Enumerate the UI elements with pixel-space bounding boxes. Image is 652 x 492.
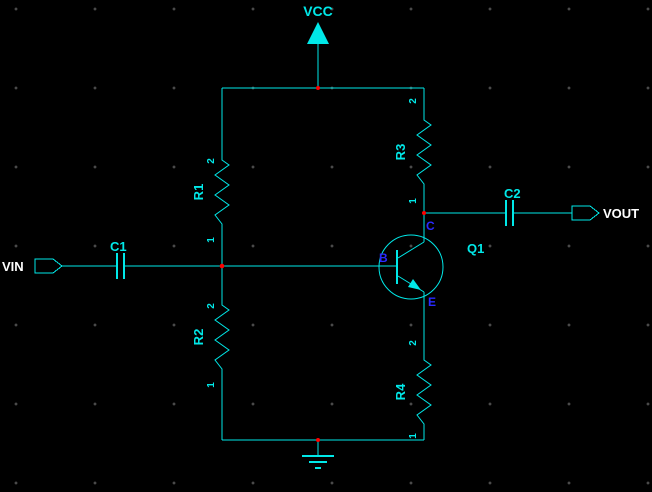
resistor-r1[interactable]: R1 2 1 xyxy=(191,152,230,243)
resistor-r1-pin-1: 1 xyxy=(206,237,217,243)
resistor-r2-pin-2: 2 xyxy=(206,303,217,309)
transistor-q1-ref[interactable]: Q1 xyxy=(467,241,484,256)
resistor-r1-ref[interactable]: R1 xyxy=(191,184,206,201)
resistor-r2[interactable]: R2 2 1 xyxy=(191,297,230,388)
power-symbol-vcc[interactable]: VCC xyxy=(303,3,333,44)
port-vin[interactable]: VIN xyxy=(2,258,63,274)
resistor-r3-pin-1: 1 xyxy=(408,198,419,204)
junctions xyxy=(219,86,426,442)
resistor-r3-pin-2: 2 xyxy=(408,98,419,104)
resistor-r3[interactable]: R3 2 1 xyxy=(393,98,432,204)
resistor-r2-ref[interactable]: R2 xyxy=(191,329,206,346)
junction-dot-collector xyxy=(422,211,426,215)
junction-dot-bias xyxy=(219,263,225,269)
resistor-r2-body xyxy=(214,297,230,377)
junction-dot-ground xyxy=(316,438,320,442)
transistor-q1-pin-base: B xyxy=(379,251,388,265)
transistor-q1-pin-emitter: E xyxy=(428,295,436,309)
junction-dot-vcc xyxy=(316,86,320,90)
transistor-q1[interactable]: B C E Q1 xyxy=(378,219,484,309)
resistor-r3-body xyxy=(416,112,432,192)
resistor-r4-pin-2: 2 xyxy=(408,340,419,346)
port-vout-label: VOUT xyxy=(603,206,639,221)
port-vout[interactable]: VOUT xyxy=(571,205,639,221)
capacitor-c2-ref[interactable]: C2 xyxy=(504,186,521,201)
port-vin-tag-icon xyxy=(34,258,63,274)
resistor-r2-pin-1: 1 xyxy=(206,382,217,388)
port-vout-tag-icon xyxy=(571,205,600,221)
wires xyxy=(62,44,572,441)
transistor-q1-body xyxy=(378,234,444,300)
resistor-r1-body xyxy=(214,152,230,232)
transistor-q1-pin-collector: C xyxy=(426,219,435,233)
transistor-q1-collector-lead xyxy=(397,241,425,259)
resistor-r4-ref[interactable]: R4 xyxy=(393,383,408,400)
resistor-r4-pin-1: 1 xyxy=(408,433,419,439)
resistor-r3-ref[interactable]: R3 xyxy=(393,144,408,161)
resistor-r4-body xyxy=(416,352,432,432)
ground-symbol[interactable] xyxy=(302,440,334,469)
resistor-r4[interactable]: R4 2 1 xyxy=(393,340,432,439)
capacitor-c1[interactable]: C1 xyxy=(110,239,127,279)
resistor-r1-pin-2: 2 xyxy=(206,158,217,164)
capacitor-c2[interactable]: C2 xyxy=(504,186,521,226)
transistor-q1-emitter-arrow-icon xyxy=(408,279,421,290)
vcc-label[interactable]: VCC xyxy=(303,3,333,19)
vcc-arrow-icon xyxy=(307,22,329,44)
port-vin-label: VIN xyxy=(2,259,24,274)
capacitor-c1-ref[interactable]: C1 xyxy=(110,239,127,254)
